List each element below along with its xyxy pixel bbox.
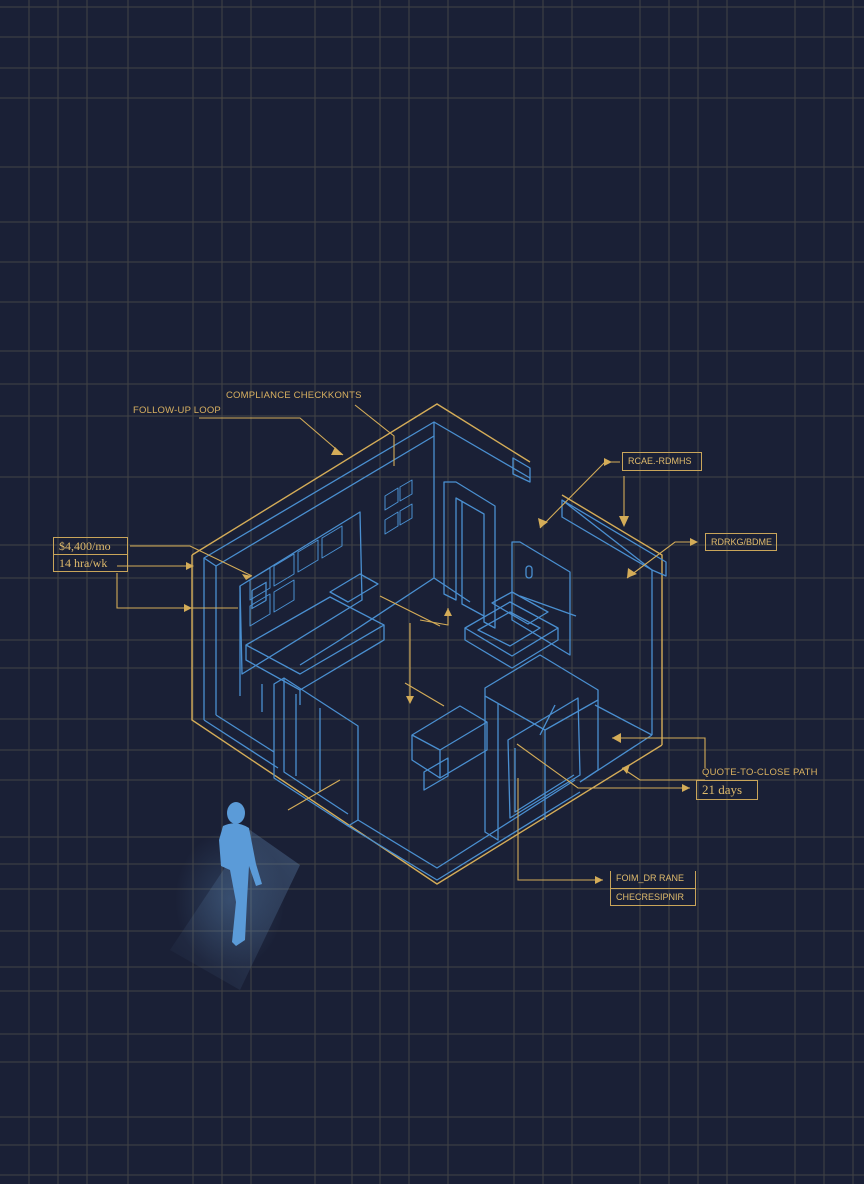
- compliance-checkpoints-label: COMPLIANCE CHECKKONTS: [226, 390, 362, 401]
- form-label-bottom: CHECRESIPNIR: [610, 888, 696, 906]
- rcae-rdmhs-badge: RCAE.-RDMHS: [622, 452, 702, 471]
- days-badge: 21 days: [696, 780, 758, 800]
- person-figure: [170, 802, 300, 990]
- boundary-outline: [191, 403, 663, 885]
- annotation-leaders: [116, 404, 706, 881]
- cost-per-month-badge: $4,400/mo: [53, 537, 128, 555]
- room-structure: [203, 421, 667, 881]
- quote-to-close-path-label: QUOTE-TO-CLOSE PATH: [702, 767, 818, 778]
- hours-per-week-badge: 14 hra/wk: [53, 554, 128, 572]
- rdrkg-bdme-badge: RDRKG/BDME: [705, 533, 777, 551]
- follow-up-loop-label: FOLLOW-UP LOOP: [133, 405, 221, 416]
- form-label-top: FOIM_DR RANE: [610, 871, 696, 888]
- arrowheads: [184, 447, 698, 884]
